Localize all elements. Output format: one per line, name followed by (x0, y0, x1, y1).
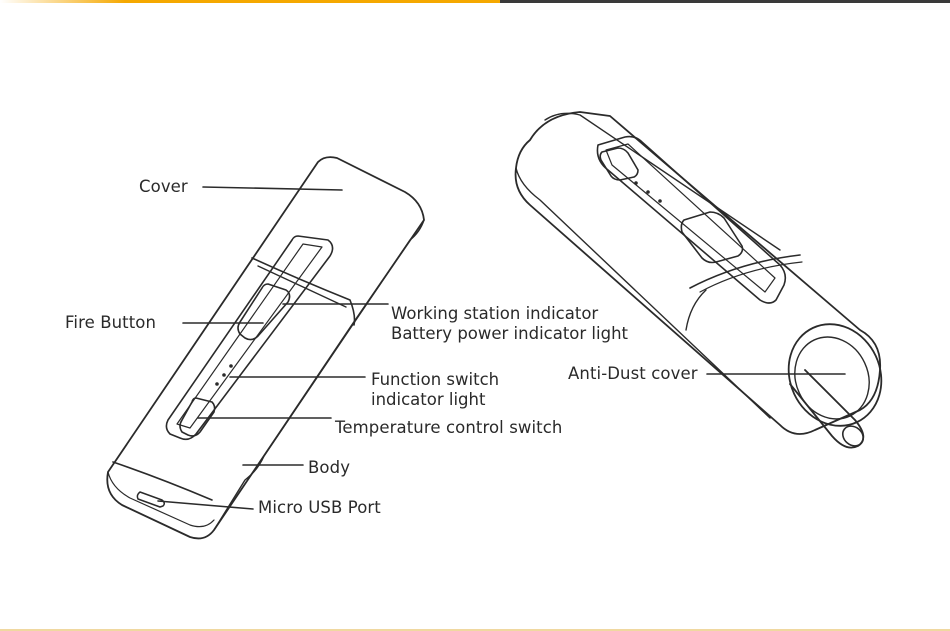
top-accent-bar (0, 0, 950, 3)
right-indicator-dot-1 (634, 181, 638, 185)
right-seam-3 (699, 261, 803, 293)
right-top-ridge (544, 112, 781, 251)
left-slot-outline (165, 235, 334, 441)
right-panel-outline (596, 135, 787, 304)
top-accent-right (500, 0, 950, 3)
left-bottom-cap (107, 471, 215, 528)
right-end-cap-inner (794, 336, 870, 420)
label-battery-power: Battery power indicator light (391, 324, 629, 343)
label-anti-dust: Anti-Dust cover (568, 364, 698, 383)
left-cover-seam-2 (257, 265, 347, 308)
left-usb-port (136, 491, 166, 508)
label-cover: Cover (139, 177, 188, 196)
top-accent-left (0, 0, 500, 3)
label-micro-usb: Micro USB Port (258, 498, 381, 517)
right-top-button (599, 147, 639, 181)
right-stick (789, 369, 865, 449)
label-temperature-control: Temperature control switch (335, 418, 563, 437)
left-indicator-dot-2 (222, 373, 226, 377)
bottom-accent-line (0, 629, 950, 631)
right-seam-2 (685, 289, 707, 331)
left-temp-switch (179, 397, 216, 437)
right-stick-end (841, 425, 865, 447)
left-indicator-dot-1 (229, 364, 233, 368)
right-large-switch (680, 211, 744, 264)
right-indicator-dot-3 (658, 199, 662, 203)
left-fire-button (237, 283, 291, 341)
left-device (106, 156, 425, 540)
right-seam (689, 254, 801, 289)
left-device-side-edge (213, 219, 425, 531)
left-cover-seam (251, 257, 356, 326)
left-indicator-dot-3 (215, 382, 219, 386)
right-device (514, 111, 883, 449)
right-device-outline (514, 111, 882, 435)
left-body-seam (112, 461, 213, 501)
left-device-outline (106, 156, 425, 540)
leader-lines (157, 186, 846, 510)
label-function-switch: Function switch (371, 370, 500, 389)
leader-usb (157, 500, 254, 510)
label-working-station-group: Working station indicator Battery power … (391, 304, 628, 344)
right-indicator-dot-2 (646, 190, 650, 194)
label-fire-button: Fire Button (65, 313, 157, 332)
right-panel-inner (605, 143, 776, 293)
label-indicator-light: indicator light (371, 390, 486, 409)
label-body: Body (308, 458, 351, 477)
label-working-station: Working station indicator (391, 304, 599, 323)
label-function-switch-group: Function switch indicator light (371, 370, 499, 410)
left-slot-inner (176, 243, 323, 429)
leader-cover (202, 186, 343, 191)
right-bottom-edge (515, 167, 771, 419)
